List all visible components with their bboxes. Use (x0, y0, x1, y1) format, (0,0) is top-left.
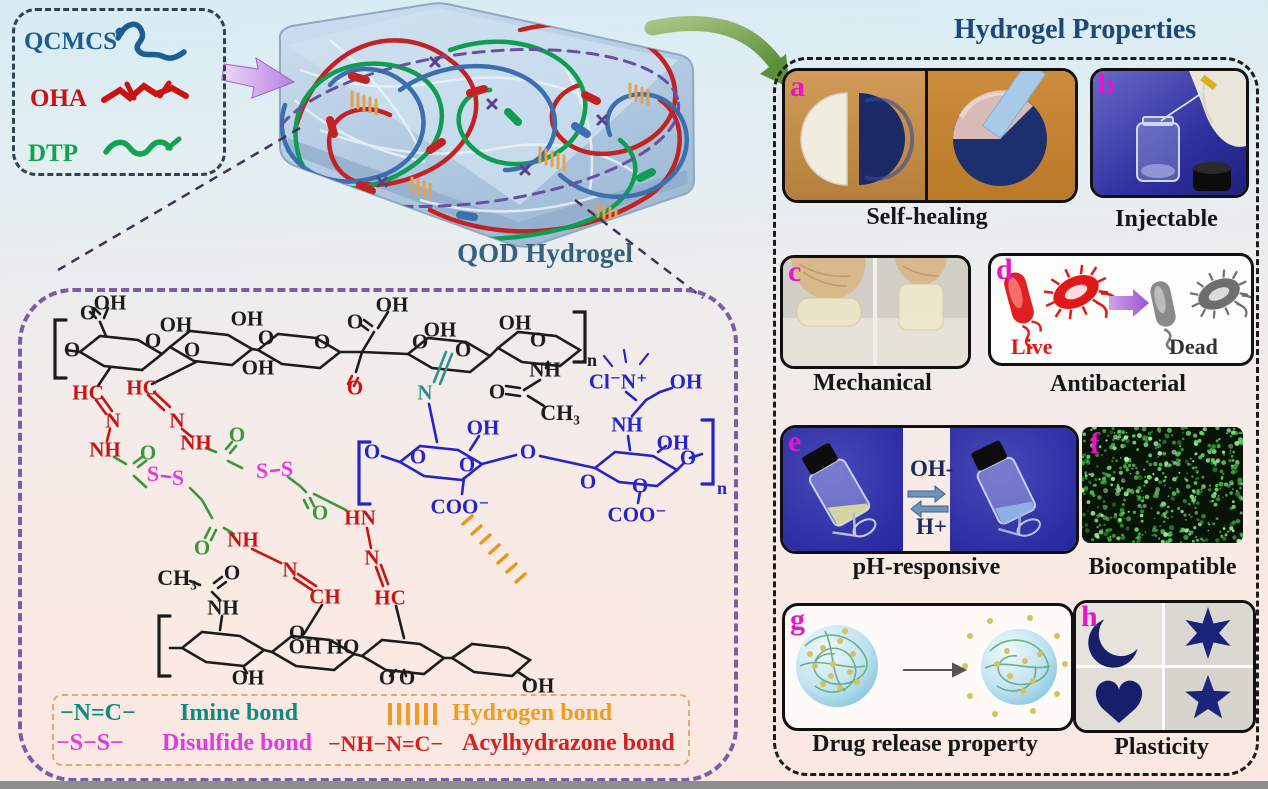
panel-drug-release (782, 603, 1074, 731)
injectable-photo (1093, 71, 1246, 195)
panel-letter-e: e (788, 425, 802, 458)
acylhydrazone-bond-label: Acylhydrazone bond (462, 730, 675, 756)
dead-label: Dead (1169, 334, 1218, 359)
panel-biocompatible (1082, 427, 1243, 543)
chemical-structure (53, 306, 715, 682)
panel-letter-f: f (1090, 427, 1100, 460)
ph-photo (783, 428, 1076, 551)
antibacterial-diagram (1004, 264, 1251, 352)
plasticity-photo (1076, 603, 1253, 730)
caption-injectable: Injectable (1115, 206, 1218, 232)
zoom-connectors (57, 126, 704, 299)
caption-ph-responsive: pH-responsive (852, 554, 1001, 580)
legend-label-dtp: DTP (28, 140, 78, 167)
hydrogen-bond-label: Hydrogen bond (452, 700, 613, 726)
imine-bond-symbol: −N=C− (60, 700, 136, 726)
polymer-squiggles (101, 21, 189, 157)
base-label: OH- (910, 456, 954, 481)
hydrogel-label: QOD Hydrogel (457, 238, 633, 268)
properties-title: Hydrogel Properties (953, 14, 1197, 45)
panel-letter-c: c (788, 255, 802, 288)
mechanical-photo (783, 258, 968, 366)
caption-plasticity: Plasticity (1114, 734, 1209, 760)
legend-label-qcmcs: QCMCS (24, 28, 118, 55)
panel-mechanical (780, 255, 971, 369)
panel-plasticity (1073, 600, 1256, 733)
live-label: Live (1011, 334, 1053, 359)
fluorescence-image (1082, 427, 1243, 543)
hydrogen-bond-symbol (388, 703, 442, 725)
caption-antibacterial: Antibacterial (1050, 371, 1186, 397)
caption-self-healing: Self-healing (866, 204, 988, 230)
panel-letter-g: g (790, 603, 805, 636)
caption-drug-release: Drug release property (812, 731, 1038, 757)
acid-label: H+ (916, 514, 947, 539)
chemistry-zoom-box (18, 288, 738, 782)
hydrogel-block (278, 2, 696, 248)
drug-release-diagram (796, 615, 1068, 717)
disulfide-bond-symbol: −S−S− (56, 730, 124, 756)
panel-letter-d: d (996, 253, 1013, 286)
panel-letter-b: b (1098, 68, 1115, 101)
imine-bond-label: Imine bond (180, 700, 299, 726)
panel-letter-a: a (790, 70, 805, 103)
panel-antibacterial: Live Dead (988, 253, 1254, 366)
panel-self-healing (782, 68, 1078, 203)
disulfide-bond-label: Disulfide bond (162, 730, 313, 756)
bond-legend-box (52, 694, 690, 766)
self-healing-photo (785, 71, 1075, 200)
polymer-legend-box (12, 8, 226, 176)
legend-label-oha: OHA (30, 85, 87, 112)
acylhydrazone-bond-symbol: −NH−N=C− (328, 731, 443, 756)
caption-mechanical: Mechanical (813, 370, 932, 396)
caption-biocompatible: Biocompatible (1088, 554, 1237, 580)
input-arrow (221, 56, 296, 99)
bottom-edge-bar (0, 781, 1268, 789)
panel-injectable (1090, 68, 1249, 198)
panel-letter-h: h (1081, 600, 1098, 633)
panel-ph-responsive: OH- H+ (780, 425, 1079, 554)
properties-box (773, 57, 1259, 776)
